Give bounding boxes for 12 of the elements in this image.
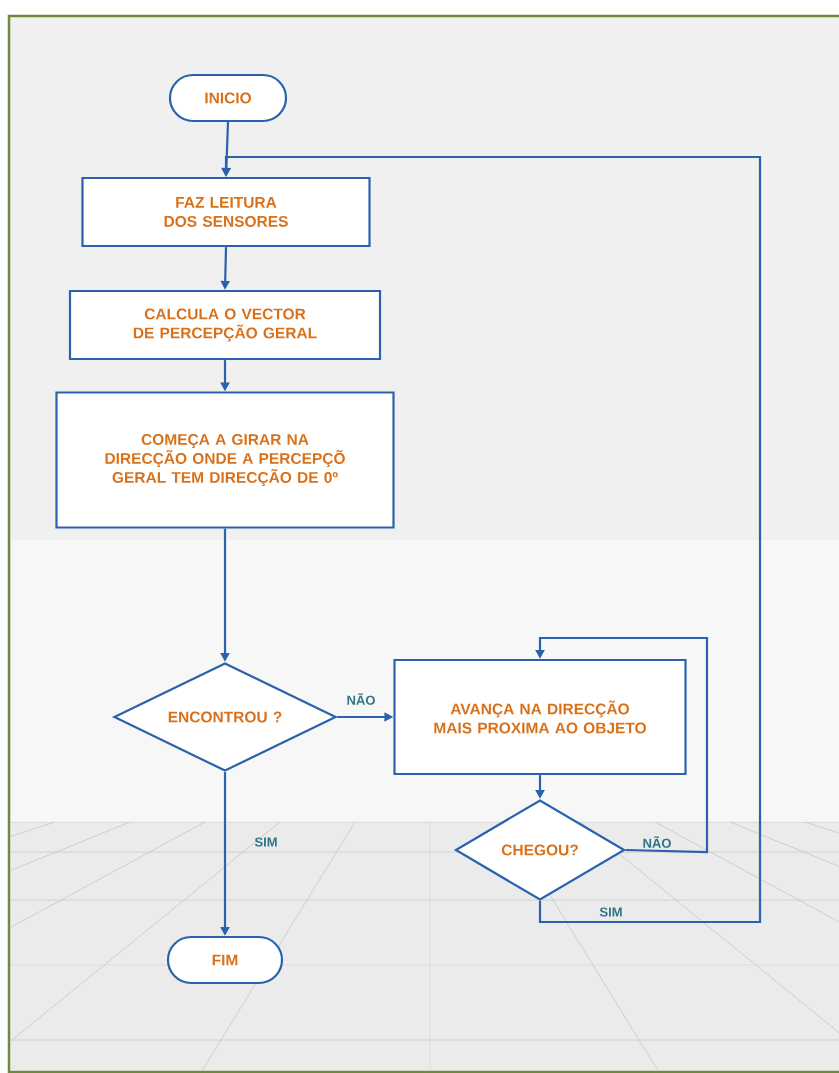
process-box: COMEÇA A GIRAR NA DIRECÇÃO ONDE A PERCEPÇÕ GERAL TEM DIRECÇÃO DE 0º bbox=[55, 391, 395, 529]
process-box: FAZ LEITURA DOS SENSORES bbox=[81, 176, 371, 248]
process-box: CALCULA O VECTOR DE PERCEPÇÃO GERAL bbox=[68, 289, 382, 361]
edge-label: SIM bbox=[254, 837, 277, 847]
edge-label: NÃO bbox=[643, 836, 671, 848]
process-box: AVANÇA NA DIRECÇÃO MAIS PROXIMA AO OBJETO bbox=[393, 658, 687, 776]
arrow bbox=[535, 636, 709, 854]
edge-label: SIM bbox=[599, 907, 622, 917]
terminator-pill: FIM bbox=[166, 935, 284, 985]
edge-label: NÃO bbox=[347, 693, 375, 705]
terminator-pill: INICIO bbox=[168, 73, 288, 123]
arrow bbox=[221, 155, 762, 924]
